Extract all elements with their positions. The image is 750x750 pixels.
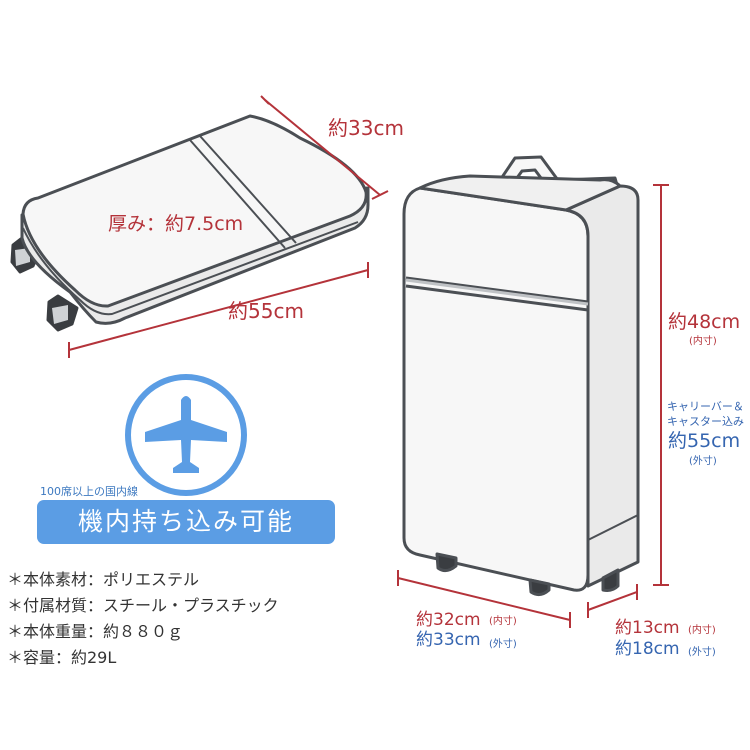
height-dim-line [653, 184, 669, 586]
height-inner-note: (内寸) [689, 334, 717, 347]
wheel-front-left [435, 552, 458, 573]
side-inner-label: 約13cm [615, 618, 680, 638]
spec-list: ＊本体素材：ポリエステル ＊付属材質：スチール・プラスチック ＊本体重量：約８８… [7, 567, 279, 671]
carry-on-badge: 機内持ち込み可能 [37, 500, 335, 544]
spec-weight: ＊本体重量：約８８０ｇ [7, 622, 184, 641]
flat-thickness-label: 厚み：約7.5cm [108, 213, 243, 235]
height-outer-note: (外寸) [689, 454, 717, 467]
side-outer-label: 約18cm [615, 639, 680, 659]
airplane-note: 100席以上の国内線 [40, 485, 138, 498]
width-outer-label: 約33cm [416, 630, 481, 650]
flat-width-label: 約33cm [328, 116, 404, 140]
side-inner-note: (内寸) [688, 623, 716, 636]
flat-case-drawing [10, 114, 370, 332]
width-inner-note: (内寸) [489, 614, 517, 627]
flat-depth-label: 約55cm [228, 299, 304, 323]
upright-case-drawing [402, 155, 640, 597]
spec-material: ＊本体素材：ポリエステル [7, 570, 200, 589]
width-inner-label: 約32cm [416, 610, 481, 630]
side-outer-note: (外寸) [688, 645, 716, 658]
spec-capacity: ＊容量：約29L [7, 648, 117, 667]
spec-accessory-material: ＊付属材質：スチール・プラスチック [7, 596, 279, 615]
height-inner-label: 約48cm [668, 311, 740, 333]
carrier-note-1: キャリーバー＆ [667, 400, 744, 413]
wheel-front-right [528, 578, 551, 597]
side-dim-line [587, 584, 638, 618]
height-outer-label: 約55cm [668, 430, 740, 452]
flat-dim-55-line [68, 262, 369, 358]
airplane-icon [125, 374, 247, 496]
width-dim-line [397, 570, 571, 628]
flat-dim-33-line [260, 95, 389, 200]
width-outer-note: (外寸) [489, 637, 517, 650]
carrier-note-2: キャスター込み [667, 415, 744, 428]
